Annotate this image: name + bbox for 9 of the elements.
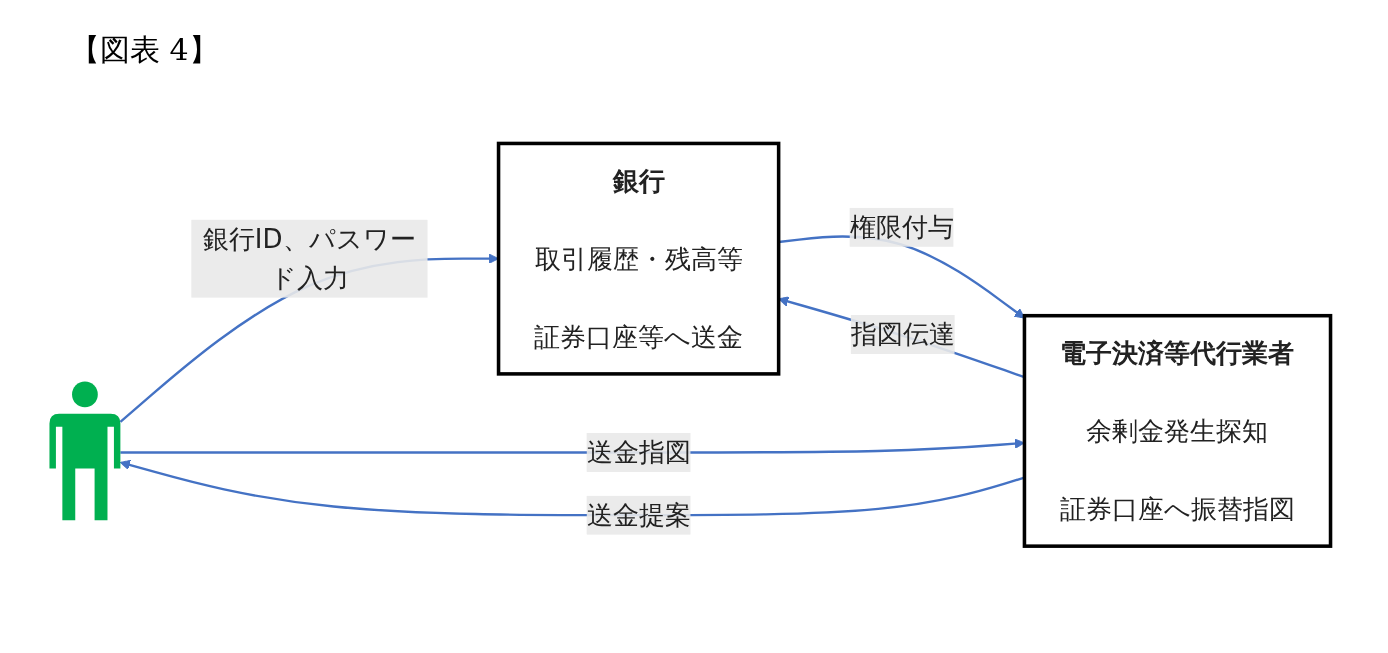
edge-label: 送金指図 — [586, 437, 691, 467]
node-box — [496, 141, 781, 376]
diagram: 銀行ID、パスワード入力 権限付与 送金指図 送金提案 指図伝達 電子決済等代行業者 余剰金発生探知 証券口座へ振替指図 銀行 取引履歴・残高等 証券口座等へ送金 — [40, 133, 1340, 597]
edge-label: 送金提案 — [586, 500, 691, 530]
node-box — [1022, 313, 1333, 548]
figure-title: 【図表 4】 — [70, 31, 219, 69]
edge-label: 銀行ID、パスワード入力 — [202, 224, 417, 293]
edge-label: 権限付与 — [849, 212, 954, 242]
edge-label: 指図伝達 — [850, 319, 955, 349]
